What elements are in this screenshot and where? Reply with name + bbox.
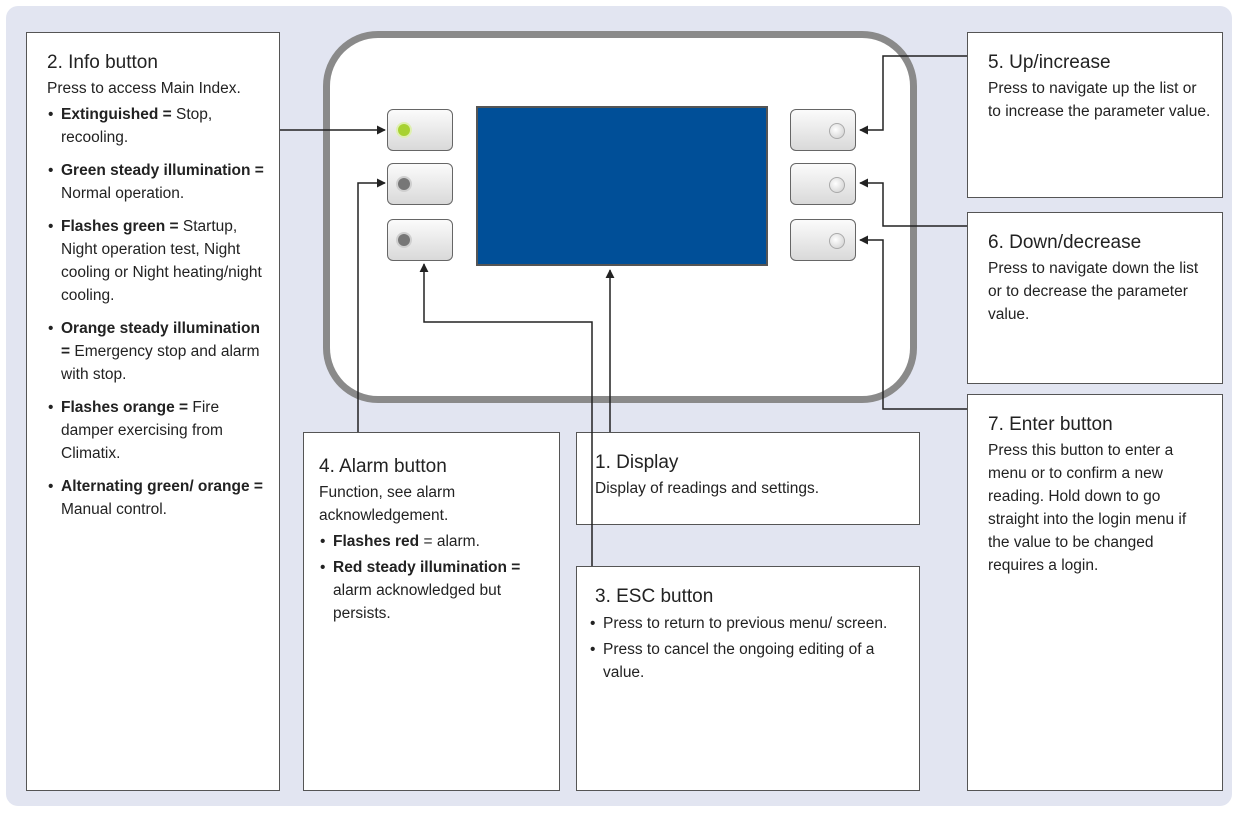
list-item: Press to return to previous menu/ screen… — [589, 612, 909, 635]
list-item: Green steady illumination = Normal opera… — [47, 159, 269, 205]
info-button-description: 2. Info button Press to access Main Inde… — [26, 32, 280, 791]
list-item: Red steady illumination = alarm acknowle… — [319, 556, 549, 625]
enter-title: 7. Enter button — [988, 414, 1113, 435]
display-text: Display of readings and settings. — [595, 480, 820, 497]
button-knob-icon — [829, 233, 845, 249]
down-text: Press to navigate down the list or to de… — [988, 260, 1199, 323]
alarm-list: Flashes red = alarm. Red steady illumina… — [319, 530, 549, 625]
down-button[interactable] — [790, 163, 856, 205]
esc-list: Press to return to previous menu/ screen… — [589, 612, 909, 684]
up-text: Press to navigate up the list or to incr… — [988, 80, 1211, 120]
esc-arrow — [419, 263, 593, 566]
list-item: Flashes orange = Fire damper exercising … — [47, 396, 269, 465]
alarm-intro: Function, see alarm acknowledgement. — [319, 484, 456, 524]
list-item: Flashes red = alarm. — [319, 530, 549, 553]
display-description: 1. Display Display of readings and setti… — [576, 432, 920, 525]
enter-text: Press this button to enter a menu or to … — [988, 442, 1187, 574]
up-title: 5. Up/increase — [988, 52, 1111, 73]
enter-button[interactable] — [790, 219, 856, 261]
down-title: 6. Down/decrease — [988, 232, 1142, 253]
info-button[interactable] — [387, 109, 453, 151]
display-title: 1. Display — [595, 452, 679, 473]
list-item: Extinguished = Stop, recooling. — [47, 103, 269, 149]
list-item: Flashes green = Startup, Night operation… — [47, 215, 269, 307]
grey-led-icon — [398, 234, 410, 246]
esc-button[interactable] — [387, 219, 453, 261]
alarm-arrow — [357, 178, 386, 432]
up-button[interactable] — [790, 109, 856, 151]
alarm-title: 4. Alarm button — [319, 456, 447, 477]
esc-title: 3. ESC button — [595, 586, 714, 607]
green-led-icon — [398, 124, 410, 136]
alarm-button-description: 4. Alarm button Function, see alarm ackn… — [303, 432, 560, 791]
down-button-description: 6. Down/decrease Press to navigate down … — [967, 212, 1223, 384]
enter-button-description: 7. Enter button Press this button to ent… — [967, 394, 1223, 791]
list-item: Orange steady illumination = Emergency s… — [47, 317, 269, 386]
button-knob-icon — [829, 123, 845, 139]
enter-arrow — [859, 235, 967, 410]
display-screen — [476, 106, 768, 266]
up-button-description: 5. Up/increase Press to navigate up the … — [967, 32, 1223, 198]
button-knob-icon — [829, 177, 845, 193]
info-title: 2. Info button — [47, 52, 158, 73]
info-list: Extinguished = Stop, recooling. Green st… — [47, 103, 269, 521]
list-item: Press to cancel the ongoing editing of a… — [589, 638, 909, 684]
alarm-button[interactable] — [387, 163, 453, 205]
esc-button-description: 3. ESC button Press to return to previou… — [576, 566, 920, 791]
list-item: Alternating green/ orange = Manual contr… — [47, 475, 269, 521]
grey-led-icon — [398, 178, 410, 190]
info-intro: Press to access Main Index. — [47, 80, 241, 97]
up-arrow — [859, 55, 967, 135]
down-arrow — [859, 178, 967, 227]
